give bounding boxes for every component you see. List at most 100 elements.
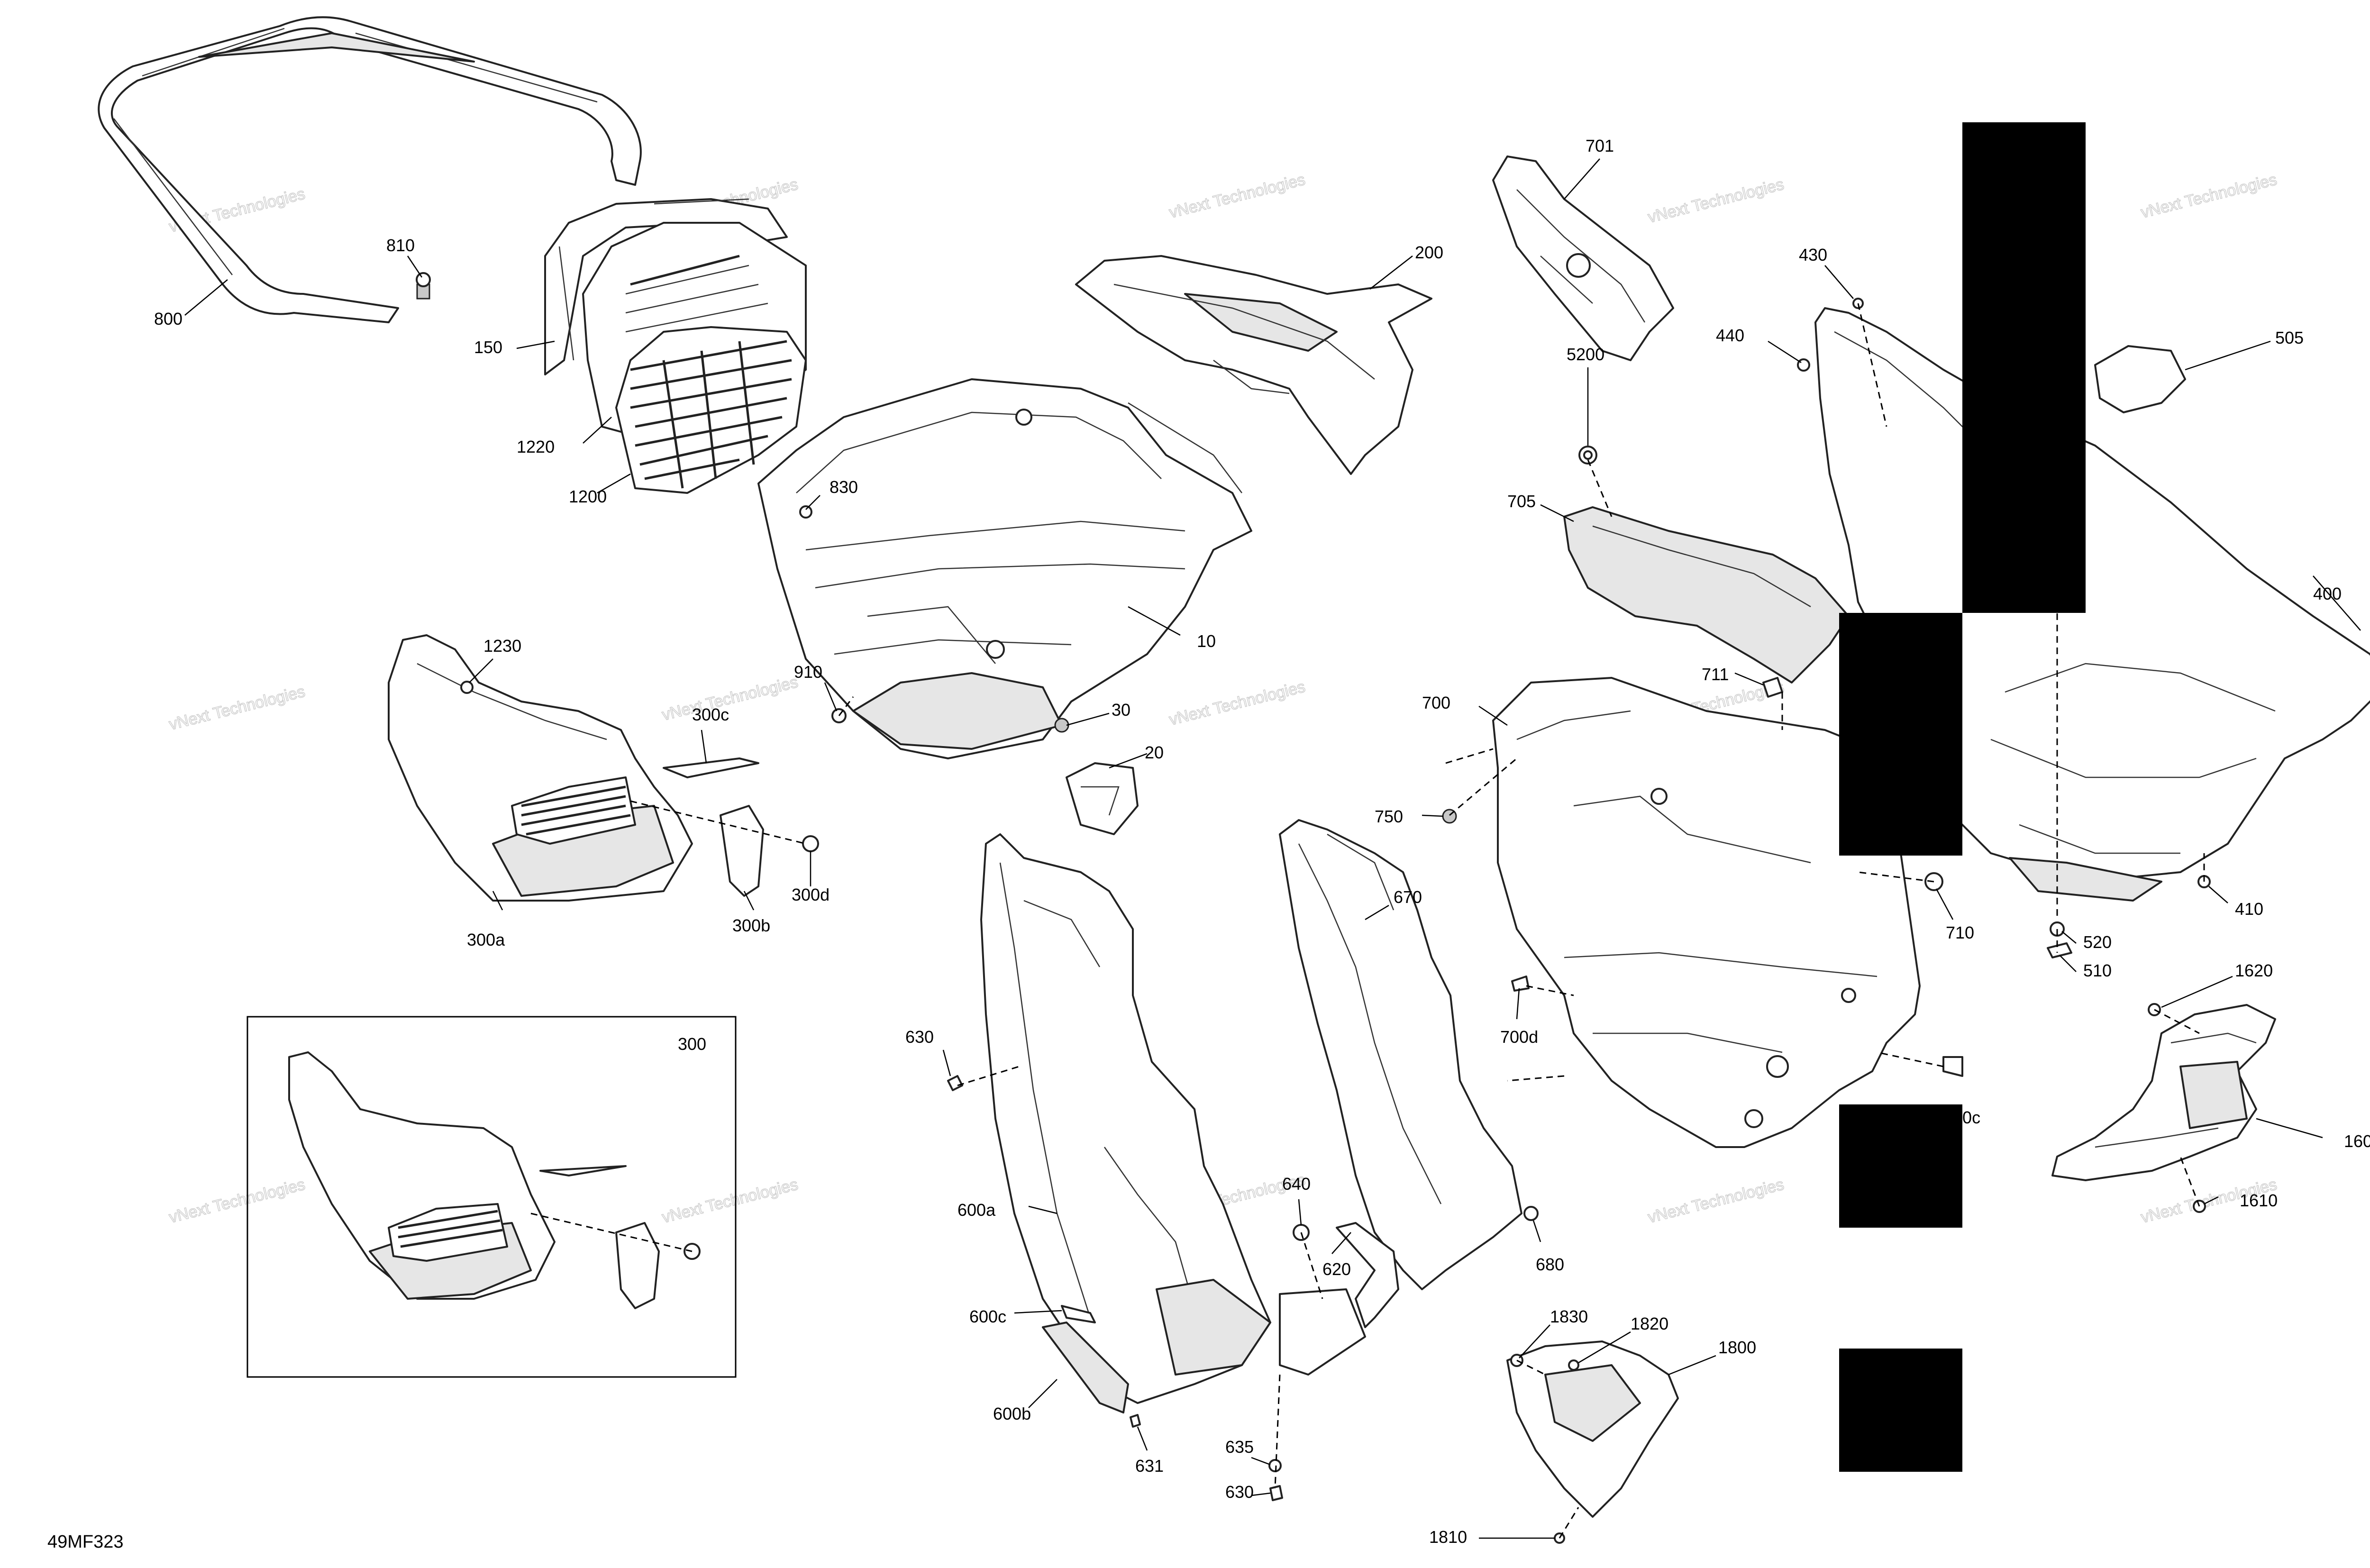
part-800-grab-bar xyxy=(98,16,642,323)
callout-1220: 1220 xyxy=(517,437,555,456)
part-1200-grille-mesh xyxy=(615,255,807,494)
redaction-blocks xyxy=(1839,122,2086,1472)
callout-710: 710 xyxy=(1946,923,1974,942)
callout-630: 630 xyxy=(905,1027,934,1047)
callout-635: 635 xyxy=(1225,1437,1254,1457)
part-670-console-side xyxy=(1279,819,1522,1290)
redaction-block xyxy=(1839,1349,1962,1472)
part-700d-screw xyxy=(1511,975,1530,992)
part-300c-decal xyxy=(663,757,759,778)
callout-705: 705 xyxy=(1507,492,1536,511)
part-701-dash-cover xyxy=(1492,155,1674,361)
leader-lines xyxy=(184,158,2361,1539)
part-630-screw xyxy=(947,1075,963,1091)
callout-1820: 1820 xyxy=(1631,1314,1668,1333)
callout-1200: 1200 xyxy=(569,487,607,506)
callout-300a: 300a xyxy=(467,930,505,949)
callout-200: 200 xyxy=(1415,243,1443,262)
part-600c-trim xyxy=(1061,1305,1096,1323)
part-711-clip xyxy=(1762,677,1783,698)
part-30-nut xyxy=(1054,718,1069,733)
callout-910: 910 xyxy=(794,662,822,682)
watermark: vNext Technologies xyxy=(1167,678,1307,729)
watermark: vNext Technologies xyxy=(660,673,800,724)
callout-810: 810 xyxy=(386,236,415,255)
part-630b-screw xyxy=(1269,1485,1283,1501)
part-300d-clip xyxy=(802,835,819,852)
callout-1810: 1810 xyxy=(1429,1527,1467,1547)
watermark: vNext Technologies xyxy=(1167,171,1307,222)
figure-code: 49MF323 xyxy=(47,1532,124,1552)
part-810-bolt xyxy=(416,272,431,300)
watermark: vNext Technologies xyxy=(1646,1176,1786,1227)
part-600b-trim xyxy=(1042,1322,1129,1413)
callout-701: 701 xyxy=(1586,136,1614,155)
watermark: vNext Technologies xyxy=(167,683,307,734)
callout-700d: 700d xyxy=(1500,1027,1538,1047)
callout-631: 631 xyxy=(1135,1456,1164,1476)
callout-30: 30 xyxy=(1112,700,1130,720)
callout-430: 430 xyxy=(1799,245,1827,264)
watermark: vNext Technologies xyxy=(660,1176,800,1227)
part-1820-washer xyxy=(1568,1359,1579,1371)
part-5200-fastener xyxy=(1578,446,1597,465)
callout-400: 400 xyxy=(2313,584,2342,603)
watermark: vNext Technologies xyxy=(167,1176,307,1227)
callout-750: 750 xyxy=(1375,807,1403,826)
part-10-storage-tub xyxy=(757,378,1252,759)
part-680-plug xyxy=(1523,1206,1539,1221)
callout-520: 520 xyxy=(2083,932,2112,952)
callout-5200: 5200 xyxy=(1567,345,1604,364)
vent-slats xyxy=(521,785,631,836)
part-700c-clip xyxy=(1942,1056,1963,1077)
inset-300-assembly xyxy=(288,1051,701,1309)
callout-1610: 1610 xyxy=(2240,1191,2278,1210)
vent-slats xyxy=(398,1210,503,1248)
redaction-block xyxy=(1839,613,1962,856)
part-510-screw xyxy=(2047,942,2072,958)
inset-frame-300 xyxy=(246,1016,737,1378)
callout-300d: 300d xyxy=(792,885,830,904)
grille-slats xyxy=(630,340,792,489)
part-1230-screw xyxy=(460,681,474,694)
callout-620: 620 xyxy=(1322,1259,1351,1279)
part-620-trim xyxy=(1336,1222,1399,1328)
callout-1600: 1600 xyxy=(2344,1131,2370,1151)
part-705-cover-panel xyxy=(1563,506,1850,684)
callout-711: 711 xyxy=(1702,665,1729,684)
callout-150: 150 xyxy=(474,337,502,357)
callout-labels: 800 810 150 1220 1200 830 10 200 701 430… xyxy=(154,136,2370,1547)
callout-630b: 630 xyxy=(1225,1482,1254,1502)
callout-600a: 600a xyxy=(957,1200,996,1220)
redaction-block xyxy=(1962,122,2086,613)
part-830-fastener xyxy=(799,505,812,519)
watermark: vNext Technologies xyxy=(2139,171,2279,222)
callout-20: 20 xyxy=(1145,743,1164,762)
callout-1800: 1800 xyxy=(1718,1338,1756,1357)
part-300a-side-panel xyxy=(388,634,693,902)
watermark: vNext Technologies xyxy=(1646,175,1786,227)
callout-300: 300 xyxy=(678,1034,706,1054)
callout-800: 800 xyxy=(154,309,182,328)
part-505-decal xyxy=(2094,345,2186,413)
part-200-dash-panel xyxy=(1075,255,1432,475)
callout-510: 510 xyxy=(2083,961,2112,980)
part-1600-rear-bracket xyxy=(2051,1004,2276,1181)
callout-1230: 1230 xyxy=(483,636,521,656)
part-1800-lower-bracket xyxy=(1506,1340,1679,1518)
part-600a-console-side xyxy=(980,833,1366,1404)
callout-1830: 1830 xyxy=(1550,1307,1588,1326)
callout-600c: 600c xyxy=(969,1307,1006,1326)
part-300b-bracket xyxy=(720,805,764,897)
redaction-block xyxy=(1839,1104,1962,1228)
callout-505: 505 xyxy=(2275,328,2304,347)
callout-830: 830 xyxy=(830,477,858,497)
callout-600b: 600b xyxy=(993,1404,1031,1423)
callout-1620: 1620 xyxy=(2235,961,2273,980)
callout-300b: 300b xyxy=(732,916,770,935)
callout-10: 10 xyxy=(1197,631,1216,651)
callout-440: 440 xyxy=(1716,326,1744,345)
callout-640: 640 xyxy=(1282,1174,1311,1194)
part-20-bracket xyxy=(1066,762,1139,835)
callout-680: 680 xyxy=(1536,1255,1564,1274)
